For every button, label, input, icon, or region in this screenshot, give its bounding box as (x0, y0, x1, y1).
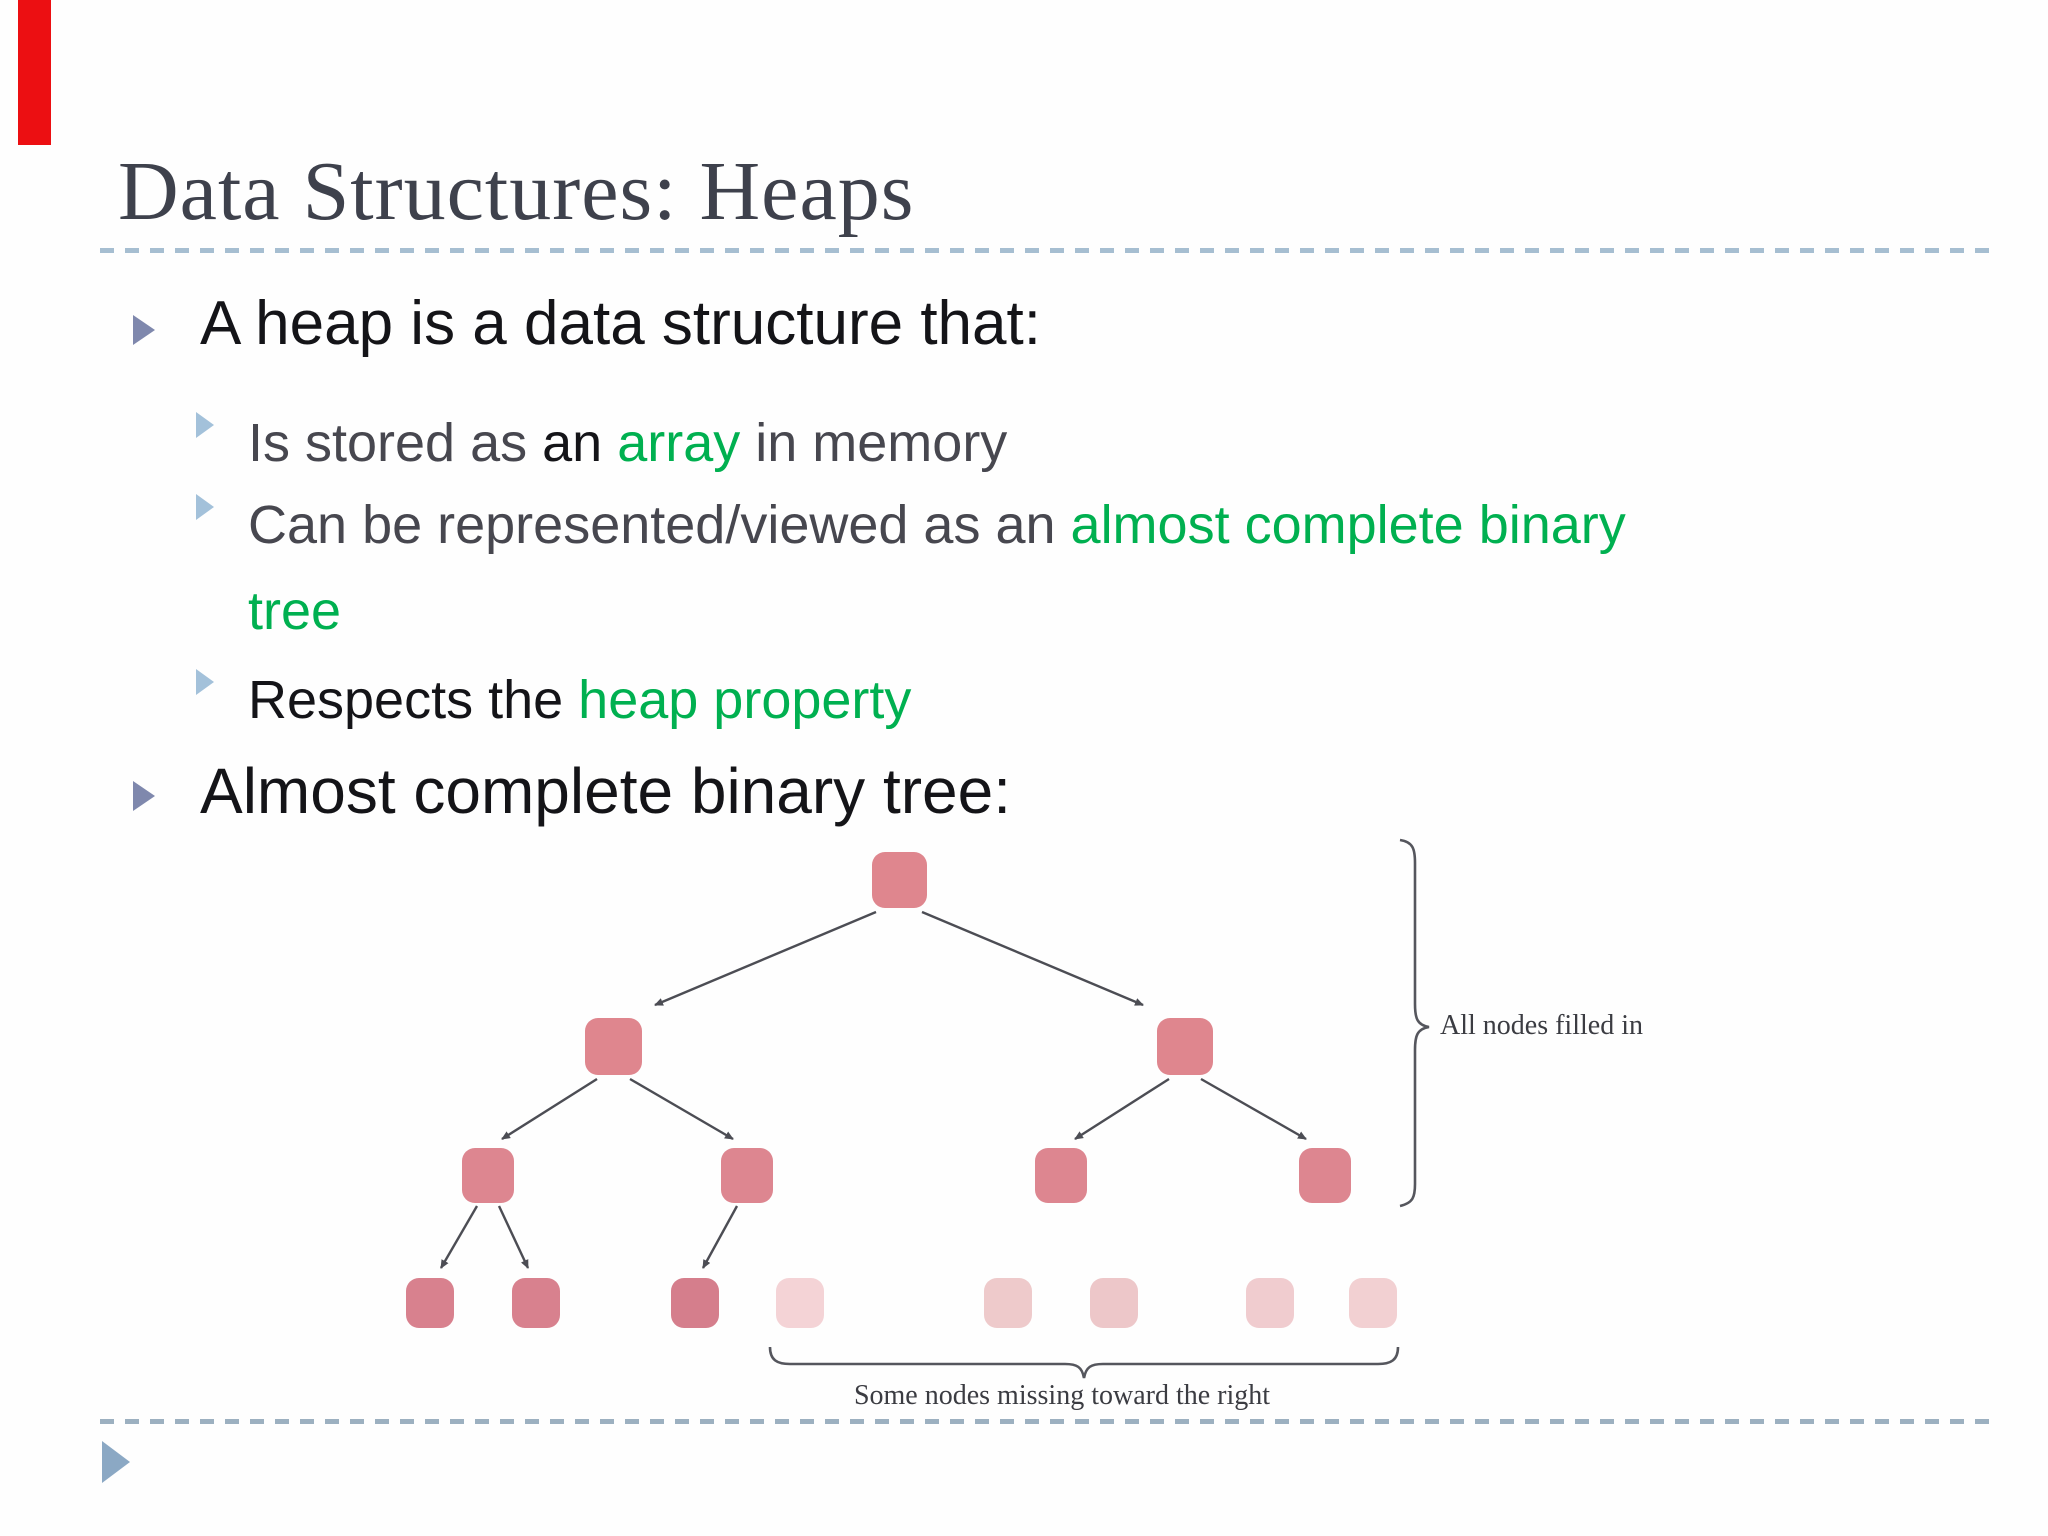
page-title: Data Structures: Heaps (118, 145, 915, 238)
bullet-triangle-icon (196, 669, 214, 695)
tree-node-l4-8 (1349, 1278, 1397, 1328)
tree-node-l4-7 (1246, 1278, 1294, 1328)
bullet-item: A heap is a data structure that: (200, 288, 1041, 360)
tree-arrow (497, 1205, 530, 1269)
tree-arrow (701, 1205, 739, 1269)
bullet-triangle-icon (133, 781, 155, 811)
tree-node-l4-4 (776, 1278, 824, 1328)
tree-node-l3-2 (721, 1148, 773, 1203)
bullet-text: an (542, 413, 618, 473)
bullet-text-highlight: almost complete binary (1070, 495, 1626, 555)
tree-arrow (654, 910, 877, 1007)
bullet-item: Almost complete binary tree: (200, 755, 1011, 827)
bullet-text: in memory (740, 413, 1008, 473)
tree-arrow (629, 1077, 734, 1141)
bullet-text-highlight: array (617, 413, 741, 473)
bullet-text: Can be represented/viewed as an (248, 495, 1071, 555)
tree-arrow (439, 1205, 479, 1269)
title-divider (100, 248, 1990, 253)
tree-arrow (1200, 1077, 1307, 1141)
brace-right-label: All nodes filled in (1440, 1010, 1643, 1041)
tree-arrow (501, 1077, 598, 1141)
bullet-text: A heap is a data structure that: (200, 289, 1041, 358)
tree-node-l4-3 (671, 1278, 719, 1328)
tree-arrow (921, 910, 1144, 1007)
bullet-text: Is stored as (248, 413, 543, 473)
tree-node-l3-3 (1035, 1148, 1087, 1203)
bullet-item: Respects the heap property (248, 657, 911, 743)
bullet-triangle-icon (196, 494, 214, 520)
tree-node-l2-left (585, 1018, 642, 1075)
bullet-triangle-icon (133, 315, 155, 345)
tree-node-l4-2 (512, 1278, 560, 1328)
brace-bottom-label: Some nodes missing toward the right (853, 1380, 1271, 1411)
bullet-item: Can be represented/viewed as an almost c… (248, 482, 1968, 654)
accent-bar (18, 0, 51, 145)
bullet-text-highlight: heap property (578, 670, 912, 730)
bullet-text: Respects the (248, 670, 579, 730)
tree-arrow (1074, 1077, 1170, 1141)
tree-node-l4-1 (406, 1278, 454, 1328)
tree-node-l3-4 (1299, 1148, 1351, 1203)
footer-divider (100, 1419, 1990, 1424)
tree-node-l4-6 (1090, 1278, 1138, 1328)
tree-node-l2-right (1157, 1018, 1213, 1075)
bullet-triangle-icon (196, 412, 214, 438)
bullet-item: Is stored as an array in memory (248, 400, 1007, 486)
tree-node-l4-5 (984, 1278, 1032, 1328)
tree-node-l3-1 (462, 1148, 514, 1203)
bullet-text: Almost complete binary tree: (200, 755, 1011, 827)
nav-arrow-icon (102, 1441, 130, 1483)
brace-bottom (768, 1346, 1400, 1379)
tree-node-root (872, 852, 927, 908)
brace-right (1399, 838, 1430, 1208)
bullet-text-highlight: tree (248, 581, 342, 641)
